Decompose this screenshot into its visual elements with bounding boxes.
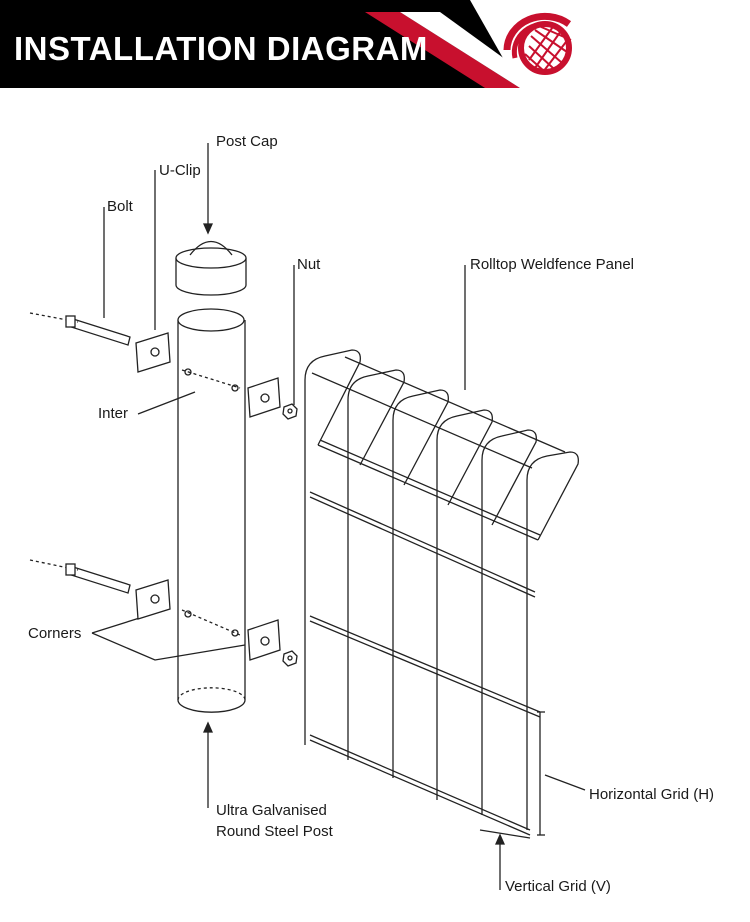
label-post-cap: Post Cap (216, 133, 278, 150)
label-inter: Inter (98, 405, 129, 422)
label-nut: Nut (297, 256, 321, 273)
lower-left-u-clip (135, 579, 171, 620)
header-banner: INSTALLATION DIAGRAM (0, 0, 750, 88)
leader-lines (91, 143, 586, 890)
upper-left-u-clip (135, 332, 171, 373)
label-bolt: Bolt (107, 198, 133, 215)
lower-right-u-clip (247, 619, 281, 661)
page-title: INSTALLATION DIAGRAM (14, 30, 428, 67)
globe-arc-logo-icon (503, 12, 572, 75)
upper-nut (282, 403, 298, 420)
label-post-line2: Round Steel Post (216, 823, 333, 840)
header-red-stripe (365, 12, 520, 88)
installation-diagram (29, 143, 586, 890)
rolltop-weldfence-panel (304, 349, 579, 836)
label-u-clip: U-Clip (159, 162, 201, 179)
lower-bolt (29, 559, 131, 594)
upper-right-u-clip (247, 377, 281, 418)
label-round-steel-post: Ultra Galvanised Round Steel Post (216, 800, 333, 842)
label-corners: Corners (28, 625, 82, 642)
label-horizontal-grid: Horizontal Grid (H) (589, 786, 715, 803)
post-cap (175, 240, 247, 296)
lower-nut (282, 650, 298, 667)
label-rolltop-weldfence-panel: Rolltop Weldfence Panel (470, 256, 634, 273)
round-steel-post (177, 308, 246, 713)
header-white-stripe (400, 12, 545, 88)
label-vertical-grid: Vertical Grid (V) (505, 878, 611, 895)
upper-bolt (29, 312, 131, 346)
dimension-lines (537, 711, 545, 836)
label-post-line1: Ultra Galvanised (216, 802, 327, 819)
header-background (0, 0, 545, 88)
